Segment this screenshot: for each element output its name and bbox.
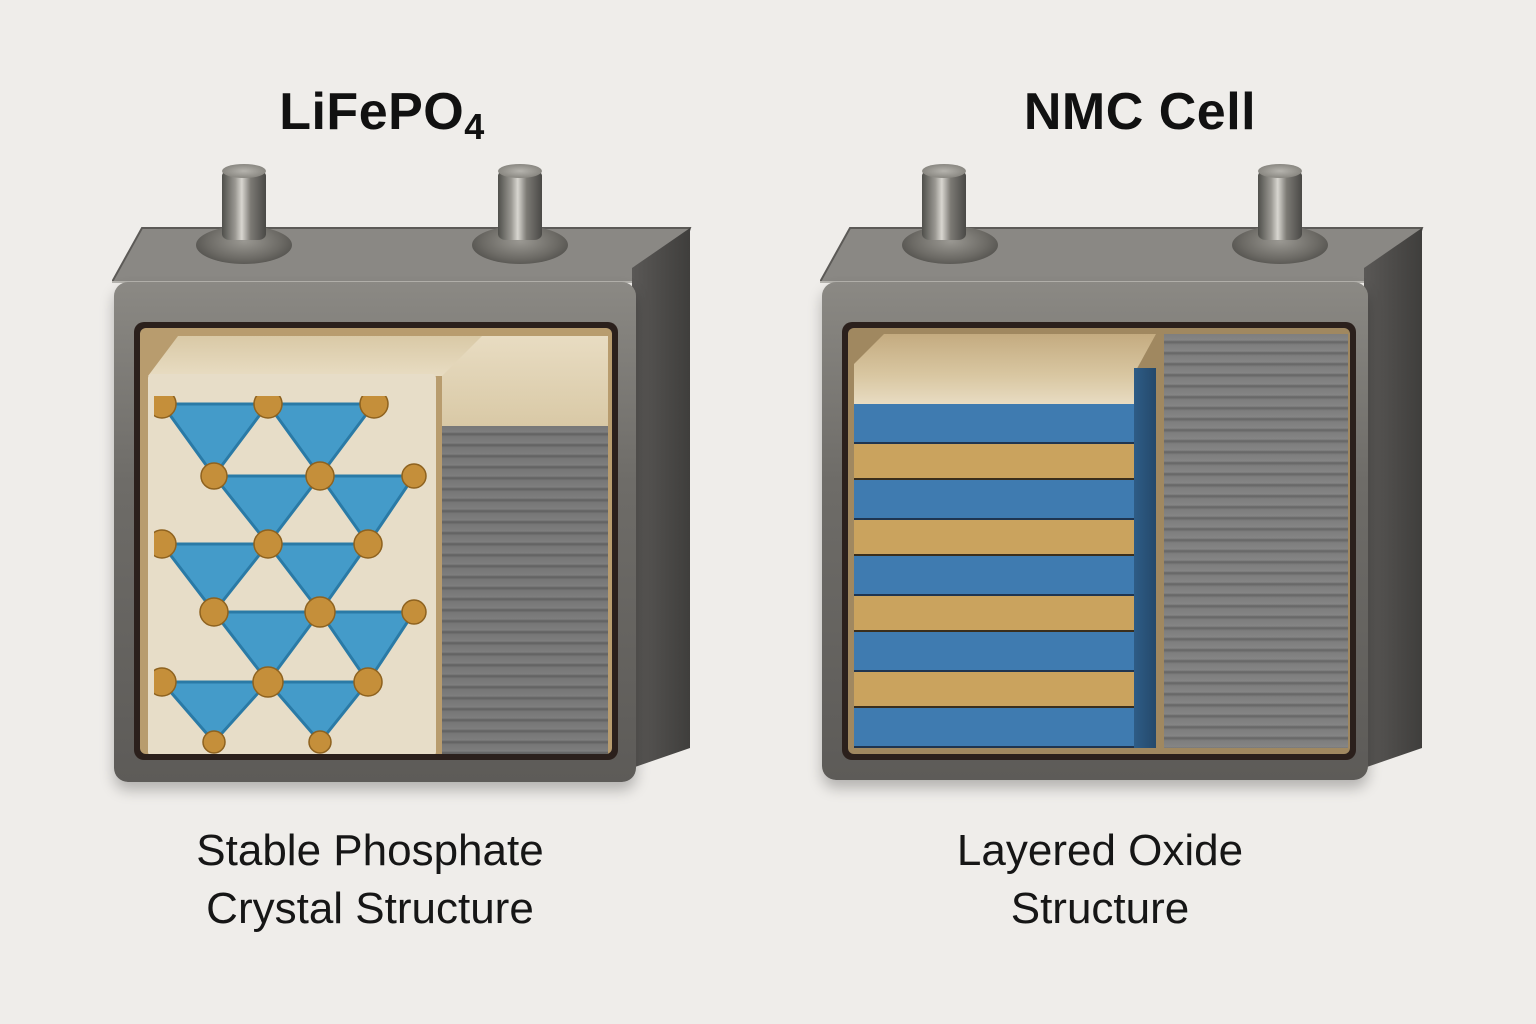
layer-gold <box>854 596 1150 632</box>
anode-top-plate <box>442 336 608 426</box>
anode-stack <box>1164 334 1348 748</box>
layer-blue <box>854 404 1150 444</box>
layer-stack-side <box>1134 368 1156 748</box>
casing-side <box>1364 228 1422 768</box>
layer-stack <box>854 404 1150 748</box>
caption-line-1: Layered Oxide <box>956 826 1244 875</box>
window-interior <box>140 328 612 754</box>
terminal-positive-icon <box>1258 164 1302 240</box>
layer-blue <box>854 556 1150 596</box>
title-subscript: 4 <box>464 106 485 147</box>
lifepo4-title: LiFePO4 <box>272 82 492 148</box>
lifepo4-caption: Stable Phosphate Crystal Structure <box>120 822 620 938</box>
layer-blue <box>854 480 1150 520</box>
terminal-negative-icon <box>922 164 966 240</box>
nmc-title: NMC Cell <box>1023 83 1257 141</box>
lid-top-icon <box>112 227 692 283</box>
cathode-top-plate <box>854 334 1156 404</box>
nmc-caption: Layered Oxide Structure <box>850 822 1350 938</box>
cutaway-window <box>134 322 618 760</box>
anode-stack <box>442 426 608 754</box>
layer-blue <box>854 708 1150 748</box>
terminal-negative-icon <box>222 164 266 240</box>
layer-gold <box>854 520 1150 556</box>
casing-side <box>632 228 690 768</box>
caption-line-2: Structure <box>1010 884 1190 933</box>
crystal-lattice-icon <box>154 396 427 754</box>
layer-gold <box>854 444 1150 480</box>
cutaway-window <box>842 322 1356 760</box>
layer-gold <box>854 672 1150 708</box>
caption-line-1: Stable Phosphate <box>196 826 544 875</box>
layer-blue <box>854 632 1150 672</box>
caption-line-2: Crystal Structure <box>206 884 534 933</box>
cathode-top <box>148 336 488 376</box>
terminal-positive-icon <box>498 164 542 240</box>
title-text: LiFePO <box>279 83 465 141</box>
window-interior <box>848 328 1350 754</box>
